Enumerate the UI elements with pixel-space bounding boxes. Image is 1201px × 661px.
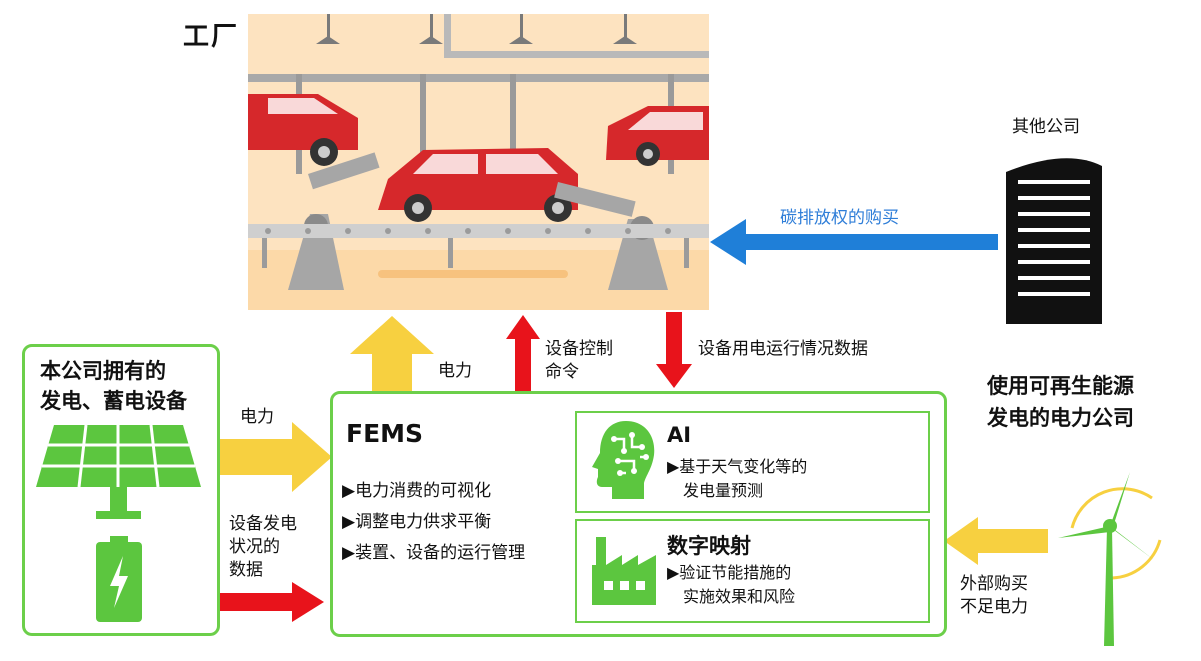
external-power-arrow [944,517,1048,565]
fems-function-list: ▶电力消费的可视化 ▶调整电力供求平衡 ▶装置、设备的运行管理 [342,476,525,569]
building-icon [1006,158,1102,324]
digital-twin-description-line1: ▶验证节能措施的 [667,563,792,582]
control-command-label-line2: 命令 [545,362,579,382]
own-equipment-title-line1: 本公司拥有的 [40,359,166,383]
own-equipment-title-line2: 发电、蓄电设备 [40,389,187,413]
factory-illustration [248,14,709,310]
carbon-credit-arrow [710,219,998,265]
digital-twin-description: ▶验证节能措施的 实施效果和风险 [667,561,795,609]
renewable-title-line1: 使用可再生能源 [987,374,1134,398]
power-to-factory-arrow [350,316,434,392]
renewable-title-line2: 发电的电力公司 [987,406,1134,430]
external-power-label-line2: 不足电力 [960,597,1028,617]
external-power-label-line1: 外部购买 [960,574,1028,594]
ai-description-line2: 发电量预测 [683,481,764,500]
control-command-label-line1: 设备控制 [545,339,613,359]
carbon-credit-label: 碳排放权的购买 [780,208,899,228]
own-equipment-title: 本公司拥有的 发电、蓄电设备 [40,356,187,416]
status-data-label-line2: 状况的 [229,537,280,557]
fems-item: ▶装置、设备的运行管理 [342,543,526,563]
ai-brain-head-icon [592,421,655,499]
own-power-label: 电力 [240,407,274,427]
ai-description: ▶基于天气变化等的 发电量预测 [667,455,807,503]
own-power-arrow [220,422,332,492]
ai-title: AI [667,423,692,447]
solar-panel-icon [36,425,201,519]
control-command-arrow [506,315,540,392]
ai-description-line1: ▶基于天气变化等的 [667,457,808,476]
status-data-label-line3: 数据 [229,560,263,580]
other-company-title: 其他公司 [1012,117,1080,137]
status-data-label-line1: 设备发电 [229,514,297,534]
power-to-factory-label: 电力 [438,361,472,381]
fems-title: FEMS [346,419,424,448]
usage-data-label: 设备用电运行情况数据 [698,339,868,359]
status-data-arrow [220,582,324,622]
digital-twin-description-line2: 实施效果和风险 [683,587,796,606]
battery-icon [96,536,142,622]
fems-item: ▶电力消费的可视化 [342,481,492,501]
wind-turbine-icon [1058,472,1162,646]
fems-item: ▶调整电力供求平衡 [342,512,492,532]
factory-icon [592,537,656,605]
usage-data-arrow [656,312,692,388]
digital-twin-title: 数字映射 [667,534,751,558]
factory-title: 工厂 [183,22,240,52]
